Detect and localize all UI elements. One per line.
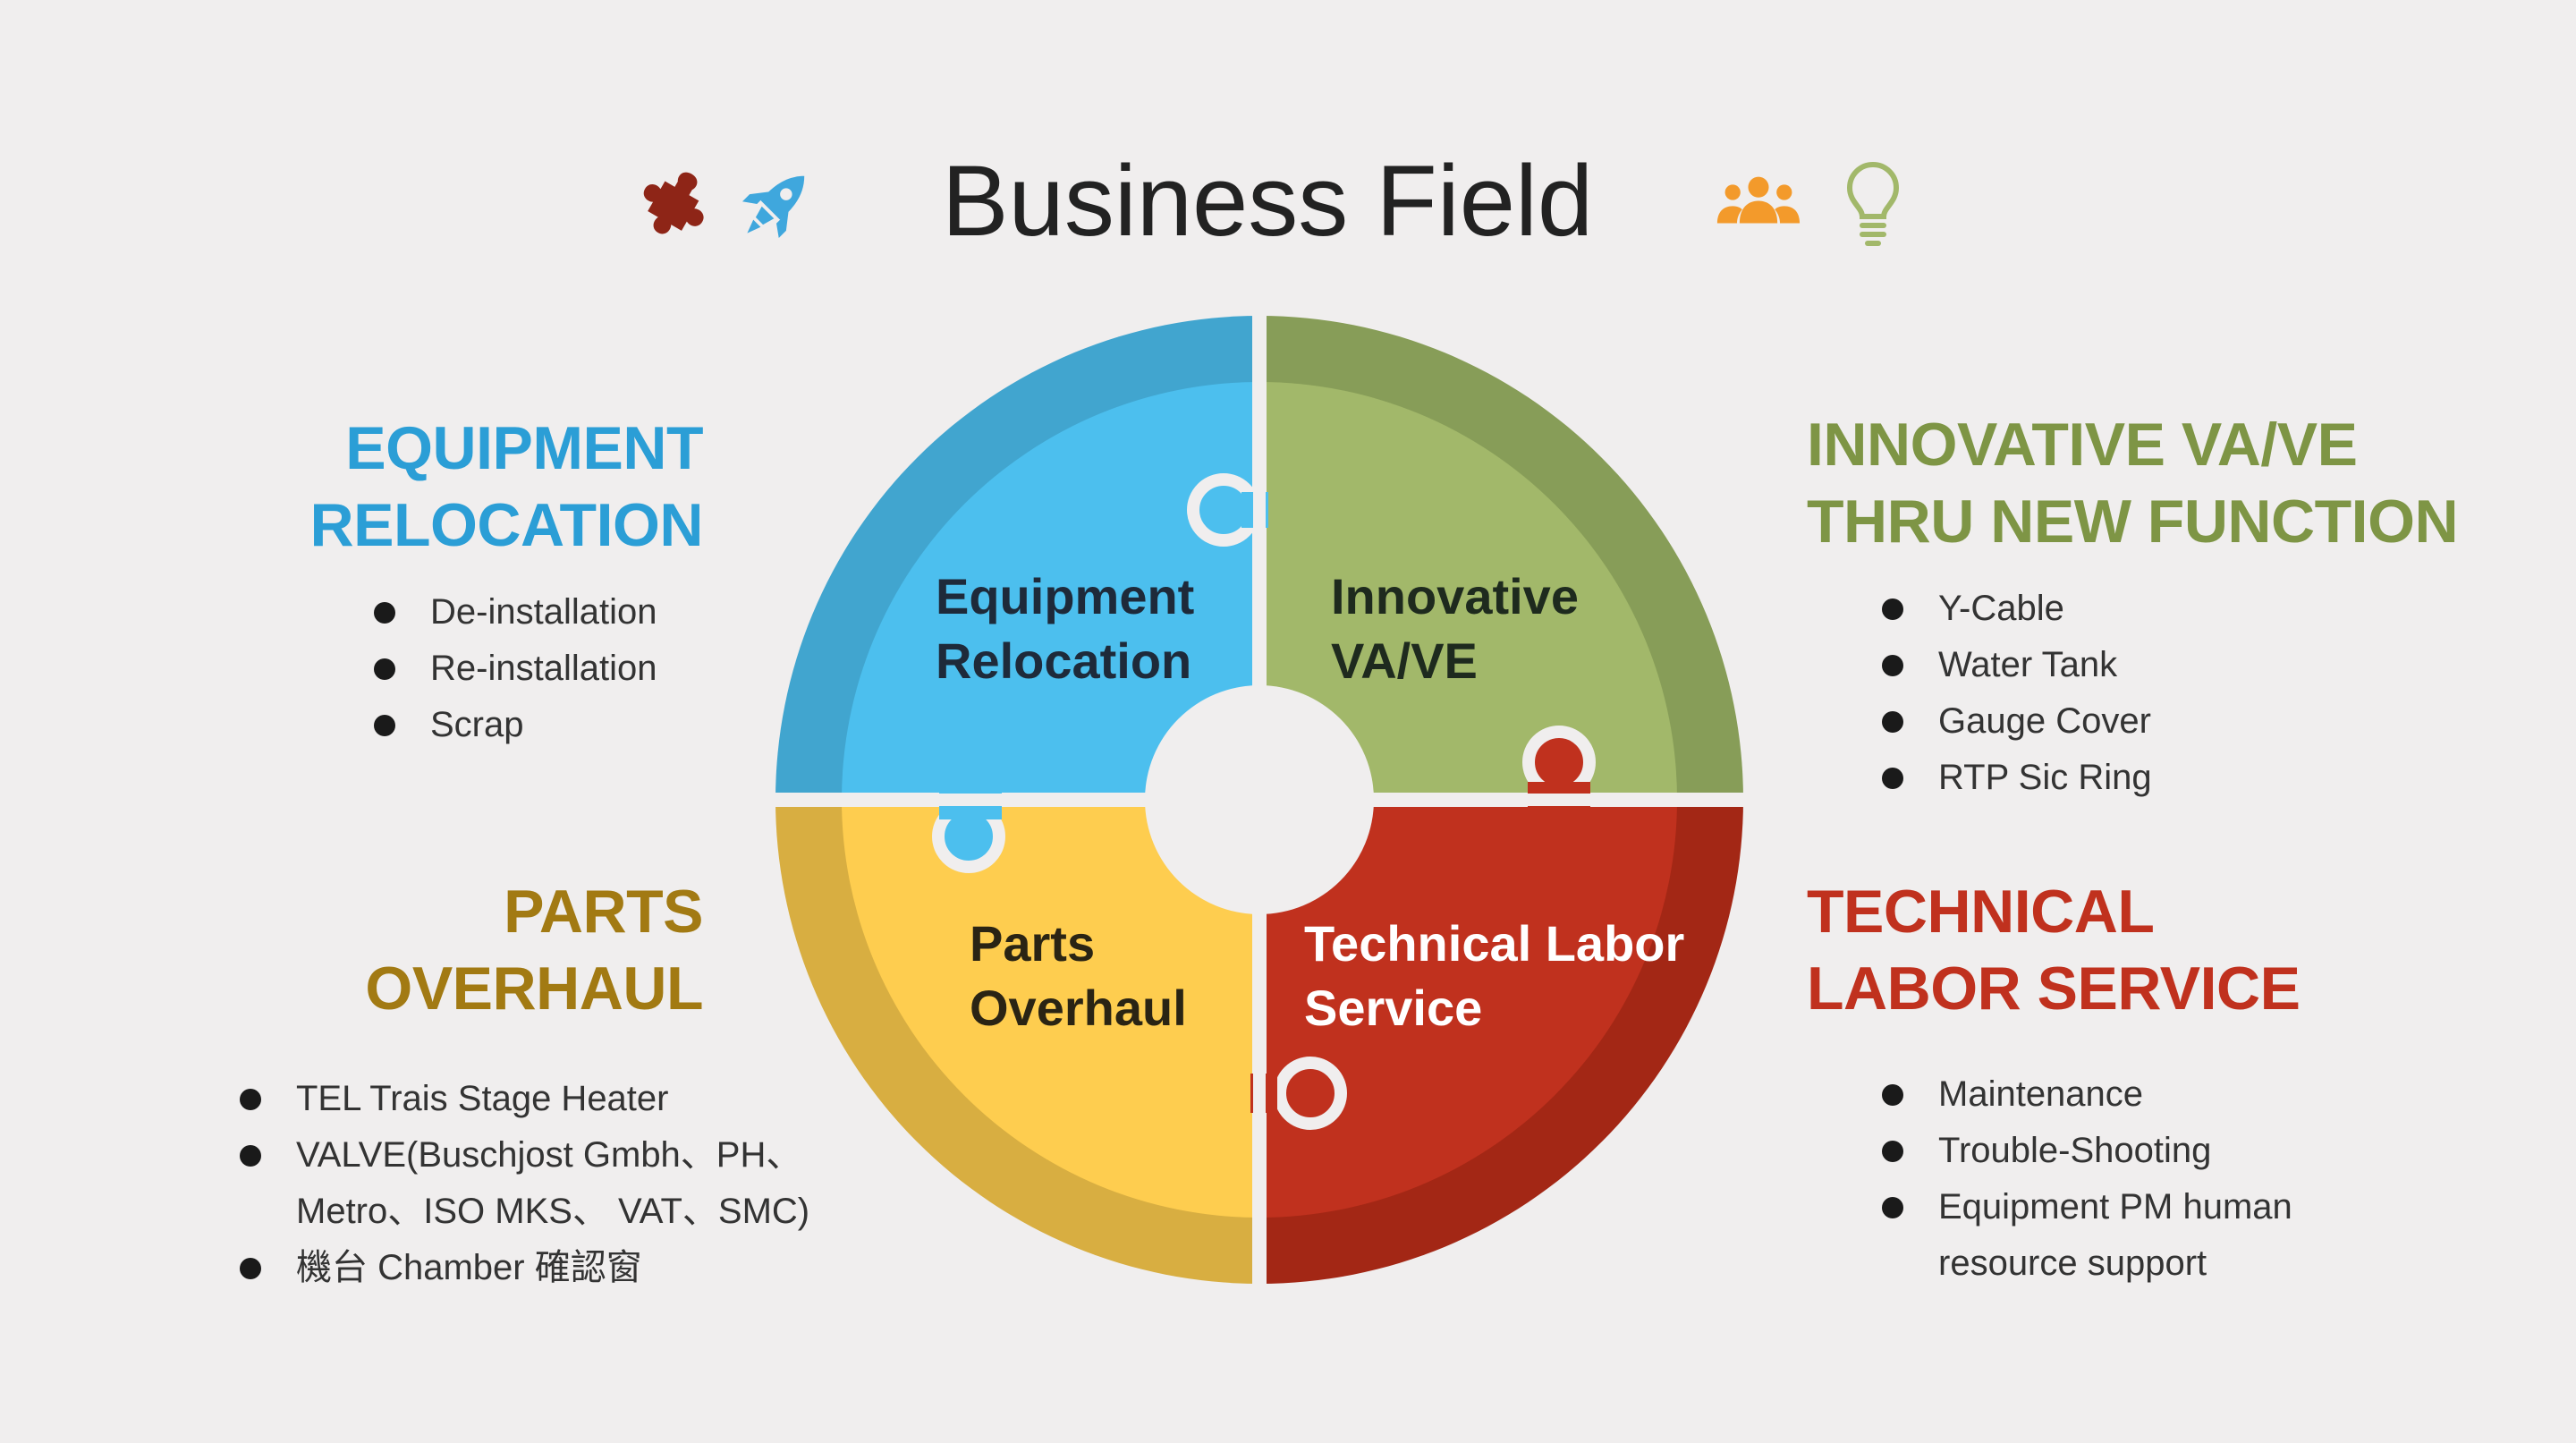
puzzle-label-technical-line1: Technical Labor xyxy=(1304,915,1684,972)
puzzle-label-equipment-line1: Equipment xyxy=(936,568,1194,624)
innovative-list: Y-Cable Water Tank Gauge Cover RTP Sic R… xyxy=(1882,581,2152,806)
puzzle-tab-bottom xyxy=(1274,1057,1347,1130)
list-item: TEL Trais Stage Heater xyxy=(240,1071,809,1127)
list-item: De-installation xyxy=(374,584,657,641)
technical-labor-heading: TECHNICAL LABOR SERVICE xyxy=(1807,873,2301,1027)
list-item: 機台 Chamber 確認窗 xyxy=(240,1240,809,1296)
heading-line: OVERHAUL xyxy=(365,955,703,1023)
puzzle-label-technical-line2: Service xyxy=(1304,980,1482,1036)
list-item: Scrap xyxy=(374,697,657,753)
parts-overhaul-list: TEL Trais Stage Heater VALVE(Buschjost G… xyxy=(240,1071,809,1296)
page-title: Business Field xyxy=(941,145,1594,257)
rocket-icon xyxy=(741,175,805,239)
quadrant-equipment xyxy=(842,382,1259,800)
lightbulb-icon xyxy=(1846,161,1900,246)
equipment-relocation-list: De-installation Re-installation Scrap xyxy=(374,584,657,753)
quadrant-technical xyxy=(1259,800,1677,1218)
list-item: Re-installation xyxy=(374,641,657,697)
puzzle-label-parts-line1: Parts xyxy=(970,915,1095,972)
list-item: Maintenance xyxy=(1882,1066,2292,1123)
technical-labor-list: Maintenance Trouble-Shooting Equipment P… xyxy=(1882,1066,2292,1292)
list-item: Trouble-Shooting xyxy=(1882,1123,2292,1179)
puzzle-label-innovative-line2: VA/VE xyxy=(1331,632,1478,689)
puzzle-icon xyxy=(643,172,704,234)
parts-overhaul-heading: PARTS OVERHAUL xyxy=(365,873,703,1027)
heading-line: LABOR SERVICE xyxy=(1807,955,2301,1023)
list-item: Y-Cable xyxy=(1882,581,2152,637)
list-item: Gauge Cover xyxy=(1882,693,2152,750)
quadrant-parts xyxy=(842,800,1259,1218)
heading-line: RELOCATION xyxy=(309,491,704,559)
list-item: VALVE(Buschjost Gmbh、PH、Metro、ISO MKS、 V… xyxy=(240,1127,809,1240)
equipment-relocation-heading: EQUIPMENT RELOCATION xyxy=(310,410,704,564)
list-item: Water Tank xyxy=(1882,637,2152,693)
heading-line: INNOVATIVE VA/VE xyxy=(1807,411,2358,479)
quadrant-innovative xyxy=(1259,382,1677,800)
puzzle-label-equipment-line2: Relocation xyxy=(936,632,1191,689)
people-group-icon xyxy=(1716,176,1801,224)
heading-line: PARTS xyxy=(504,878,703,946)
heading-line: TECHNICAL xyxy=(1807,878,2155,946)
innovative-heading: INNOVATIVE VA/VE THRU NEW FUNCTION xyxy=(1807,406,2459,560)
puzzle-label-innovative-line1: Innovative xyxy=(1331,568,1579,624)
heading-line: EQUIPMENT xyxy=(345,414,703,482)
list-item: RTP Sic Ring xyxy=(1882,750,2152,806)
puzzle-label-parts-line2: Overhaul xyxy=(970,980,1187,1036)
heading-line: THRU NEW FUNCTION xyxy=(1807,488,2459,556)
